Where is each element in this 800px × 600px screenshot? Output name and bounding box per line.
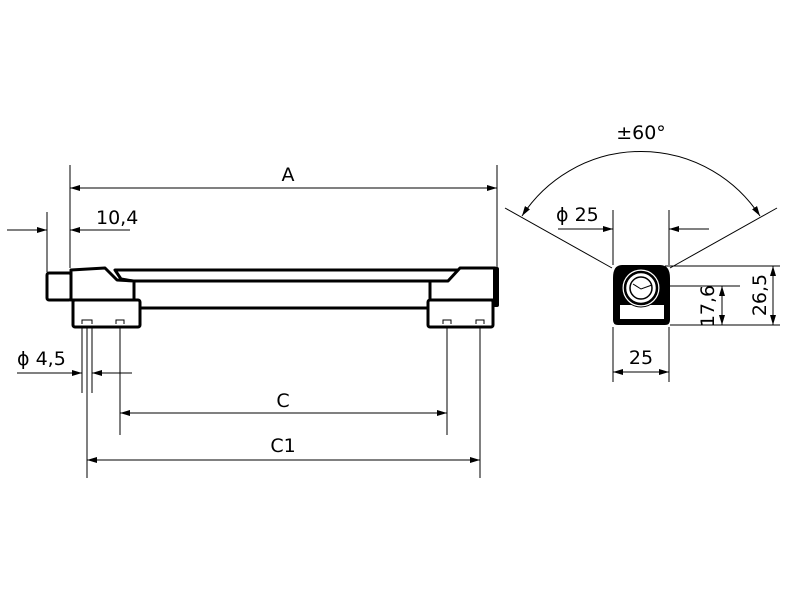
dim-label-width: 25 [629, 347, 653, 369]
dim-label-tube-diameter: ϕ 25 [556, 204, 599, 226]
dim-label-c: C [276, 390, 289, 412]
angle-limit-line [504, 207, 613, 269]
dim-label-angle: ±60° [616, 122, 666, 144]
center-mark [632, 283, 653, 290]
dim-label-total-height: 26,5 [749, 274, 771, 316]
front-view: A 10,4 ϕ 4,5 C C1 [7, 164, 499, 478]
dim-label-hole-diameter: ϕ 4,5 [17, 348, 66, 370]
mounting-holes [81, 319, 485, 324]
right-pivot-cap [493, 267, 499, 307]
profile-pocket [620, 305, 664, 319]
dim-label-axis-height: 17,6 [697, 285, 719, 327]
dim-label-a: A [282, 164, 295, 186]
tube-core [629, 276, 653, 300]
side-view: ±60° ϕ 25 17,6 26,5 25 [504, 122, 780, 382]
grip-bar-top [113, 268, 466, 283]
left-mounting-foot [71, 298, 142, 329]
left-end-cap [69, 266, 136, 302]
pivot-pin [45, 271, 73, 302]
dim-label-10-4: 10,4 [96, 207, 138, 229]
grip-bar [131, 279, 432, 310]
dim-label-c1: C1 [270, 435, 295, 457]
angle-arc [521, 151, 761, 217]
right-mounting-foot [426, 298, 495, 329]
tube-wall [623, 270, 659, 306]
angle-limit-line [669, 207, 778, 269]
